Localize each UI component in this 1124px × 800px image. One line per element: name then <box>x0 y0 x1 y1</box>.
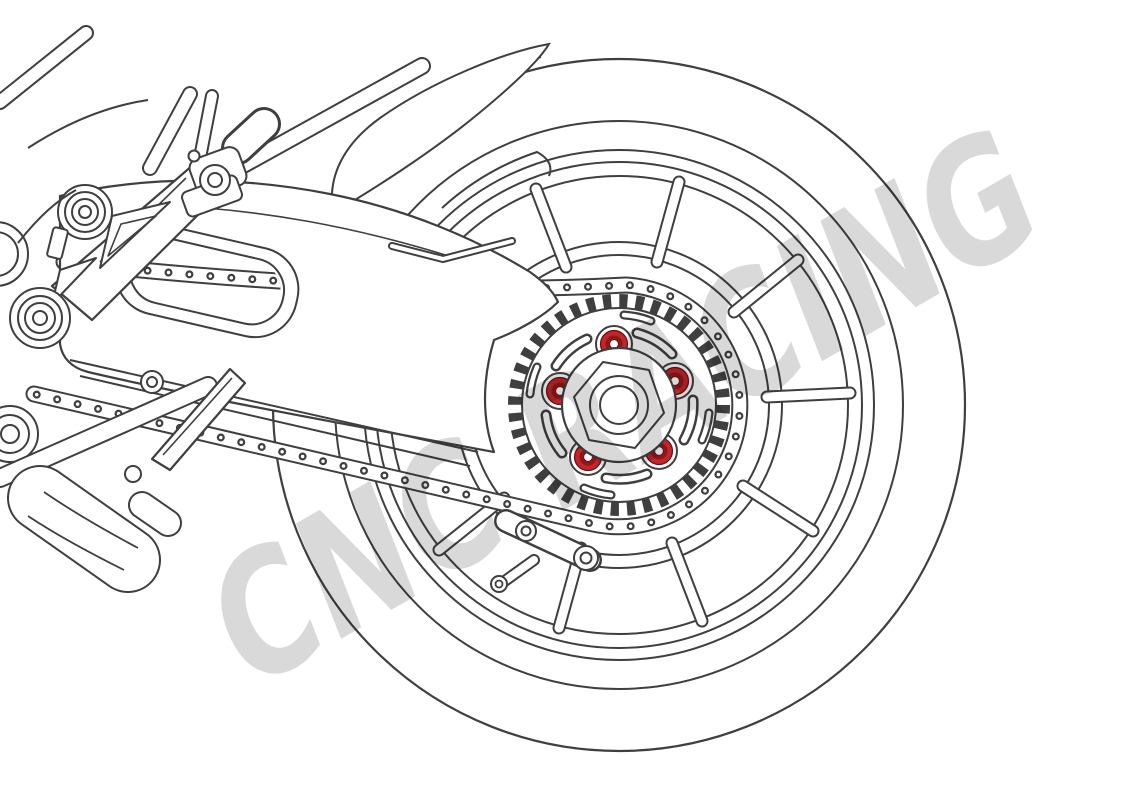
axle-hub-center <box>560 346 678 464</box>
muffler-heat-shield-lines <box>27 491 139 571</box>
exhaust-muffler <box>7 465 182 593</box>
footpeg <box>142 86 281 218</box>
rear-sprocket <box>488 274 750 536</box>
chain-guide-bolt <box>140 370 164 394</box>
swingarm <box>58 179 560 467</box>
hanger-cutout-lower <box>51 257 97 305</box>
axle-bore <box>599 385 639 425</box>
sprocket-teeth <box>508 294 730 516</box>
carrier-slots <box>525 310 714 500</box>
frame-pivot-upper <box>57 184 113 240</box>
frame-pivot-lower <box>0 405 39 463</box>
hanger-pivot-eyelet <box>9 287 71 349</box>
stand-blade <box>150 367 247 472</box>
muffler-mount-bolt <box>124 465 142 483</box>
frame-left-cluster <box>0 86 281 463</box>
peg-clamp <box>180 146 248 218</box>
fender-side-arc <box>441 150 552 209</box>
footpeg-hanger <box>9 163 221 349</box>
frame-contour <box>17 189 77 244</box>
fender-front-line <box>27 99 149 149</box>
chain-adjuster <box>490 509 602 593</box>
tail-blade <box>330 42 551 215</box>
frame-stop-block <box>46 226 69 260</box>
exhaust-area <box>0 367 247 593</box>
rear-fender <box>0 25 552 259</box>
peg-pivot-bolt <box>199 164 231 196</box>
